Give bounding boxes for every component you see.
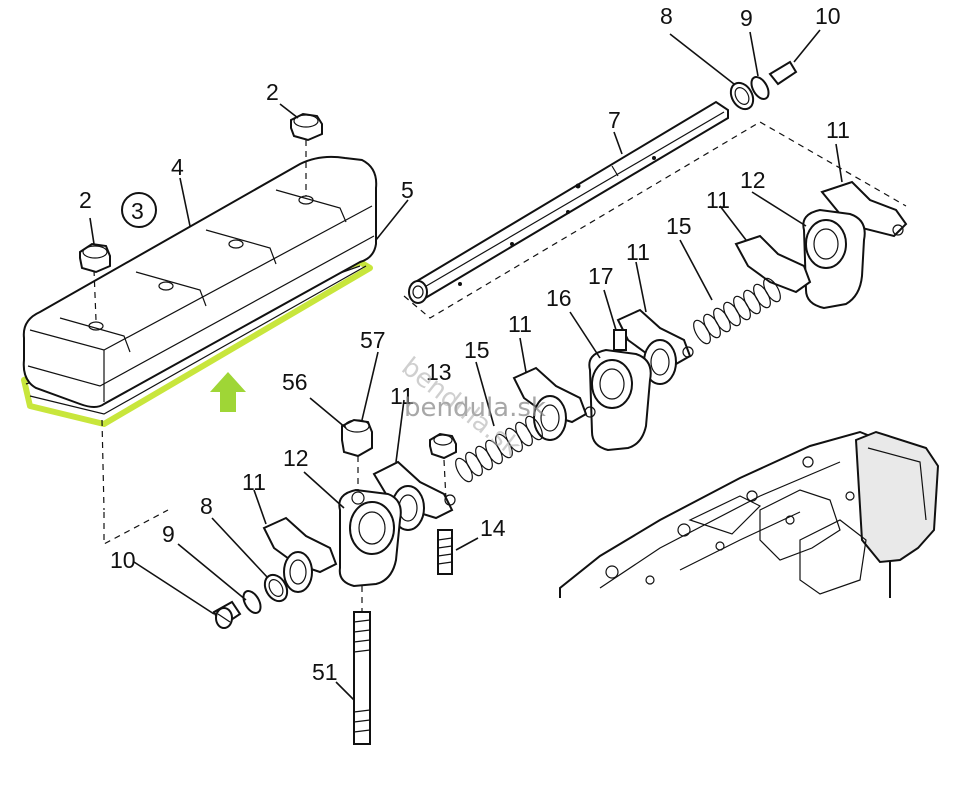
callout-17: 17: [588, 263, 614, 289]
callout-10: 10: [815, 3, 841, 29]
callout-57: 57: [360, 327, 386, 353]
callout-3: 3: [131, 198, 144, 224]
assembly-marker: [121, 192, 157, 228]
valve-cover: [21, 103, 409, 511]
callout-56: 56: [282, 369, 308, 395]
cover-nut: [79, 242, 111, 274]
watermark-text: bendula.sk: [404, 393, 546, 423]
coil-spring: [679, 239, 781, 345]
callout-11: 11: [242, 469, 266, 495]
rocker-arm: [253, 489, 338, 574]
rocker-spacer: [283, 551, 313, 593]
callout-11: 11: [508, 311, 532, 337]
callout-9: 9: [162, 521, 175, 547]
callout-13: 13: [426, 359, 452, 385]
callout-11: 11: [706, 187, 730, 213]
callout-15: 15: [666, 213, 692, 239]
cylinder-head: [558, 430, 940, 604]
callout-12: 12: [740, 167, 766, 193]
rocker-bracket: [569, 289, 652, 452]
shaft-plug-top: [669, 29, 821, 111]
callout-12: 12: [283, 445, 309, 471]
callout-2: 2: [266, 79, 279, 105]
callout-5: 5: [401, 177, 414, 203]
callout-11: 11: [826, 117, 850, 143]
callout-16: 16: [546, 285, 572, 311]
shaft-plug-bottom: [133, 517, 289, 629]
rocker-spacer: [533, 395, 567, 441]
callout-8: 8: [200, 493, 213, 519]
adjusting-screw: [437, 529, 479, 575]
callout-11: 11: [626, 239, 650, 265]
callout-10: 10: [110, 547, 136, 573]
callout-4: 4: [171, 154, 184, 180]
callout-14: 14: [480, 515, 506, 541]
callout-2: 2: [79, 187, 92, 213]
cylinder-stud: [335, 586, 371, 745]
rocker-arm: [719, 205, 812, 294]
nut-13: [429, 432, 457, 501]
callout-15: 15: [464, 337, 490, 363]
callout-11: 11: [390, 383, 414, 409]
callout-8: 8: [660, 3, 673, 29]
up-arrow-icon: [210, 372, 246, 412]
rocker-shaft: [403, 100, 907, 319]
callout-51: 51: [312, 659, 338, 685]
coil-spring: [455, 361, 543, 483]
cover-nut: [290, 112, 323, 142]
rocker-bracket: [303, 471, 402, 588]
axis-line: [103, 509, 169, 545]
callout-9: 9: [740, 5, 753, 31]
castle-nut: [309, 351, 379, 490]
callout-7: 7: [608, 107, 621, 133]
rocker-bracket: [751, 191, 866, 310]
